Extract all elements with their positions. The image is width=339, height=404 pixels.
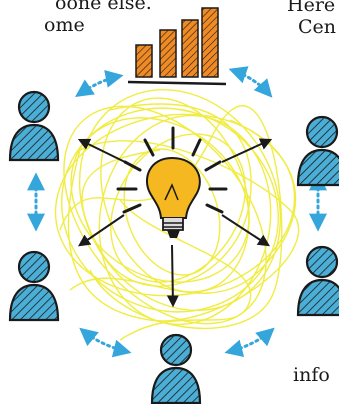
lightbulb-icon xyxy=(116,126,228,238)
arrow-icon xyxy=(77,138,273,308)
text-top-left-line1: oone else. xyxy=(55,0,152,14)
text-top-right-line2: Cen xyxy=(298,16,337,38)
bar-chart-icon xyxy=(127,7,227,86)
text-top-left-line2: ome xyxy=(44,14,85,36)
scribble-background xyxy=(54,88,299,341)
text-bottom-right: info xyxy=(293,364,330,386)
person-icon xyxy=(8,90,339,404)
text-top-right-line1: Here xyxy=(287,0,336,16)
